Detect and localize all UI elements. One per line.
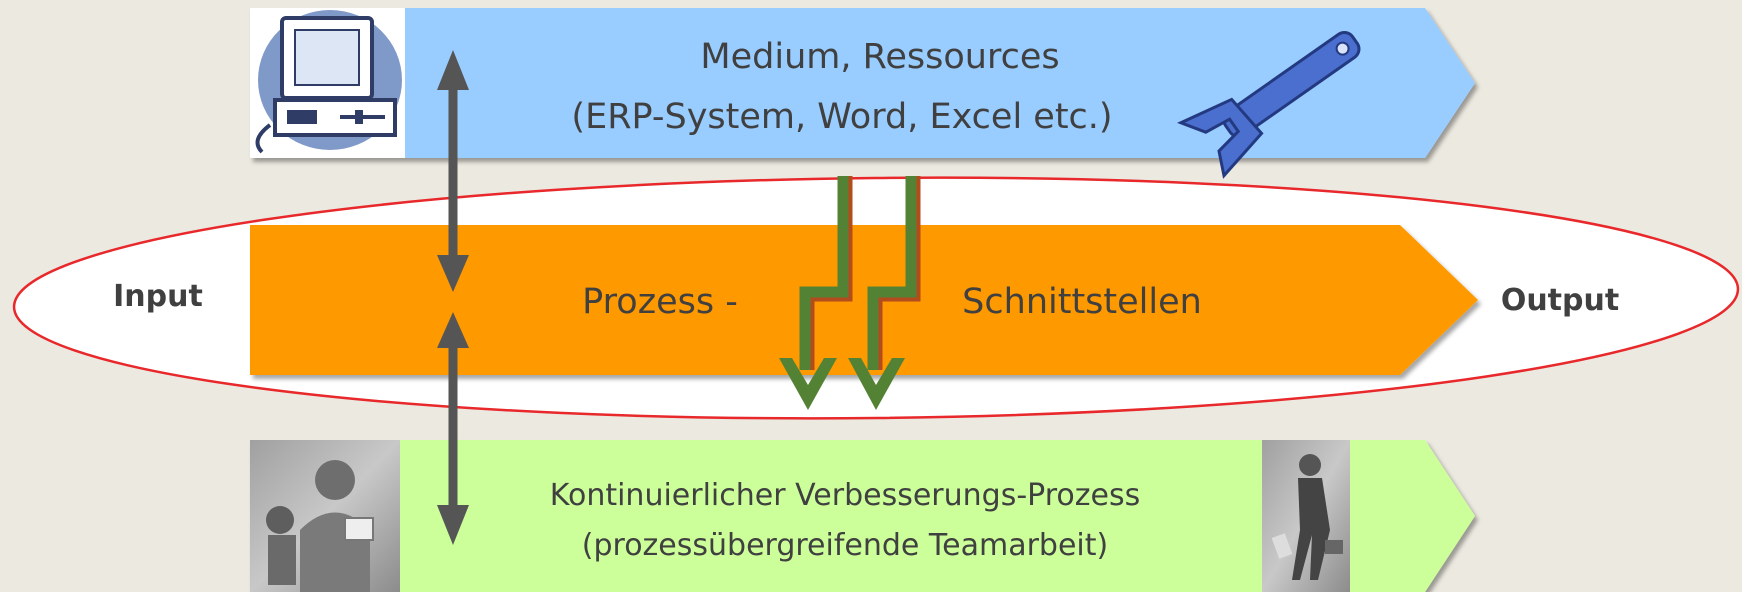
process-label: Prozess - (582, 282, 738, 322)
computer-icon (255, 10, 402, 154)
input-label: Input (113, 279, 203, 314)
team-photo (250, 440, 400, 592)
output-label: Output (1501, 283, 1619, 318)
interfaces-label: Schnittstellen (962, 282, 1202, 322)
wrench-icon (1176, 30, 1361, 179)
resources-subtitle: (ERP-System, Word, Excel etc.) (571, 97, 1112, 137)
interface-arrow-left (779, 176, 853, 410)
process-band (250, 225, 1478, 375)
improvement-subtitle: (prozessübergreifende Teamarbeit) (582, 528, 1108, 563)
improvement-band (250, 440, 1475, 592)
upper-double-arrow (437, 50, 469, 292)
resources-band (250, 8, 1475, 158)
lower-double-arrow (437, 312, 469, 545)
resources-title: Medium, Ressources (700, 37, 1059, 77)
interface-arrow-right (848, 176, 921, 410)
walking-person-photo (1262, 440, 1350, 592)
improvement-title: Kontinuierlicher Verbesserungs-Prozess (550, 478, 1140, 513)
process-ellipse (12, 176, 1740, 420)
